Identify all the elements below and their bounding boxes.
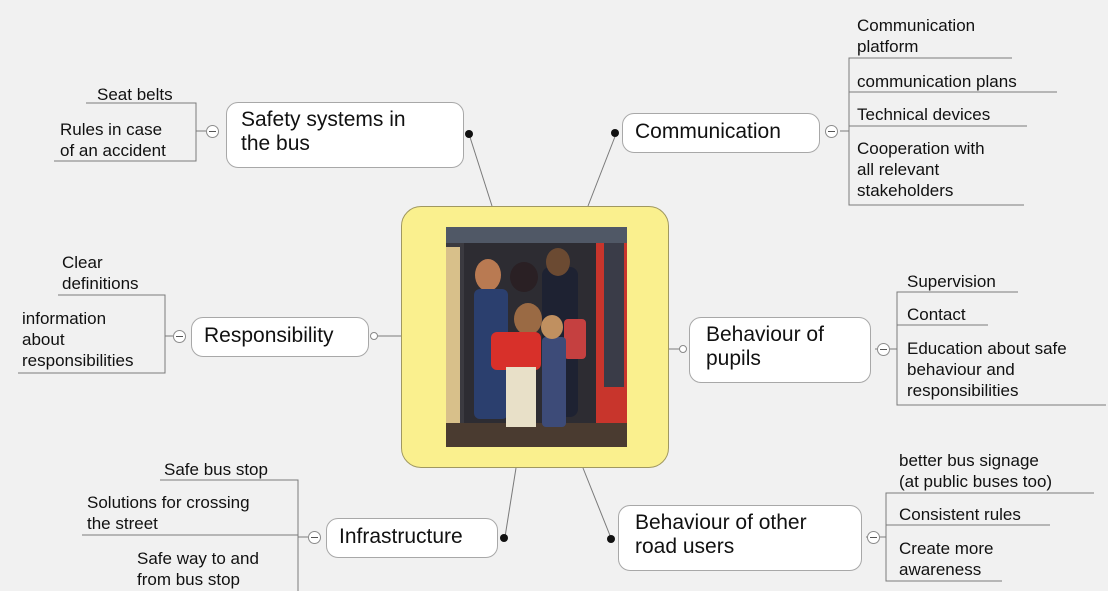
topic-responsibility[interactable]: Responsibility [191,317,369,357]
leaf-education-line2: behaviour and [907,360,1015,379]
link-tech-devices [840,125,1027,132]
leaf-awareness-line2: awareness [899,560,982,579]
collapse-communication-button[interactable] [825,125,838,138]
link-rules-accident [54,130,206,162]
topic-communication-label: Communication [635,120,781,143]
topic-safety-line1: Safety systems in [241,108,406,131]
leaf-cooperation-line3: stakeholders [857,181,954,200]
leaf-consistent-rules[interactable]: Consistent rules [899,505,1021,524]
leaf-clear-line2: definitions [62,274,139,293]
leaf-clear-definitions[interactable]: Clear definitions [62,252,139,294]
leaf-information-responsibilities[interactable]: information about responsibilities [22,308,134,371]
link-communication [587,133,617,207]
leaf-crossing-line2: the street [87,514,158,533]
leaf-education[interactable]: Education about safe behaviour and respo… [907,338,1067,401]
leaf-crossing-street[interactable]: Solutions for crossing the street [87,492,250,534]
leaf-communication-plans[interactable]: communication plans [857,72,1017,91]
connector-dot [500,534,508,542]
topic-safety-line2: the bus [241,132,310,155]
leaf-signage-line2: (at public buses too) [899,472,1053,491]
leaf-info-line1: information [22,309,107,328]
link-consistent [866,524,1050,538]
topic-infrastructure[interactable]: Infrastructure [326,518,498,558]
collapse-road-users-button[interactable] [867,531,880,544]
leaf-rules-accident[interactable]: Rules in case of an accident [60,119,166,161]
topic-pupils-line1: Behaviour of [706,323,824,346]
collapse-infrastructure-button[interactable] [308,531,321,544]
leaf-info-line3: responsibilities [22,351,134,370]
link-safe-way [297,536,308,591]
link-crossing [82,534,308,538]
topic-behaviour-of-pupils[interactable]: Behaviour of pupils [689,317,871,383]
leaf-rules-line2: of an accident [60,141,166,160]
topic-responsibility-label: Responsibility [204,324,334,347]
topic-pupils-line2: pupils [706,347,761,370]
link-infrastructure [504,467,517,538]
link-info-resp [18,335,173,374]
leaf-rules-line1: Rules in case [60,120,163,139]
leaf-platform-line2: platform [857,37,919,56]
leaf-awareness-line1: Create more [899,539,994,558]
topic-road-users-line1: Behaviour of other [635,511,807,534]
leaf-create-awareness[interactable]: Create more awareness [899,538,993,580]
collapse-responsibility-button[interactable] [173,330,186,343]
leaf-platform-line1: Communication [857,16,976,35]
leaf-technical-devices[interactable]: Technical devices [857,105,991,124]
link-road-users [582,467,612,539]
leaf-cooperation-line1: Cooperation with [857,139,985,158]
leaf-crossing-line1: Solutions for crossing [87,493,250,512]
leaf-safe-way[interactable]: Safe way to and from bus stop [137,548,259,590]
central-topic[interactable] [401,206,669,468]
bus-boarding-photo [446,227,627,447]
leaf-clear-line1: Clear [62,253,103,272]
connector-dot [607,535,615,543]
connector-ring [679,345,687,353]
topic-behaviour-other-road-users[interactable]: Behaviour of other road users [618,505,862,571]
leaf-education-line1: Education about safe [907,339,1067,358]
connector-dot [465,130,473,138]
leaf-cooperation-line2: all relevant [857,160,940,179]
leaf-signage-line1: better bus signage [899,451,1039,470]
connector-ring [370,332,378,340]
leaf-safe-bus-stop[interactable]: Safe bus stop [164,460,268,479]
topic-communication[interactable]: Communication [622,113,820,153]
leaf-cooperation[interactable]: Cooperation with all relevant stakeholde… [857,138,985,201]
leaf-contact[interactable]: Contact [907,305,966,324]
leaf-education-line3: responsibilities [907,381,1019,400]
link-safety [468,133,493,207]
topic-safety-systems[interactable]: Safety systems in the bus [226,102,464,168]
link-cooperation [840,130,1024,206]
leaf-seat-belts[interactable]: Seat belts [97,85,173,104]
leaf-info-line2: about [22,330,65,349]
collapse-pupils-button[interactable] [877,343,890,356]
topic-infrastructure-label: Infrastructure [339,525,463,548]
leaf-bus-signage[interactable]: better bus signage (at public buses too) [899,450,1052,492]
collapse-safety-button[interactable] [206,125,219,138]
leaf-supervision[interactable]: Supervision [907,272,996,291]
leaf-communication-platform[interactable]: Communication platform [857,15,975,57]
leaf-safe-way-line2: from bus stop [137,570,240,589]
leaf-safe-way-line1: Safe way to and [137,549,259,568]
topic-road-users-line2: road users [635,535,735,558]
connector-dot [611,129,619,137]
